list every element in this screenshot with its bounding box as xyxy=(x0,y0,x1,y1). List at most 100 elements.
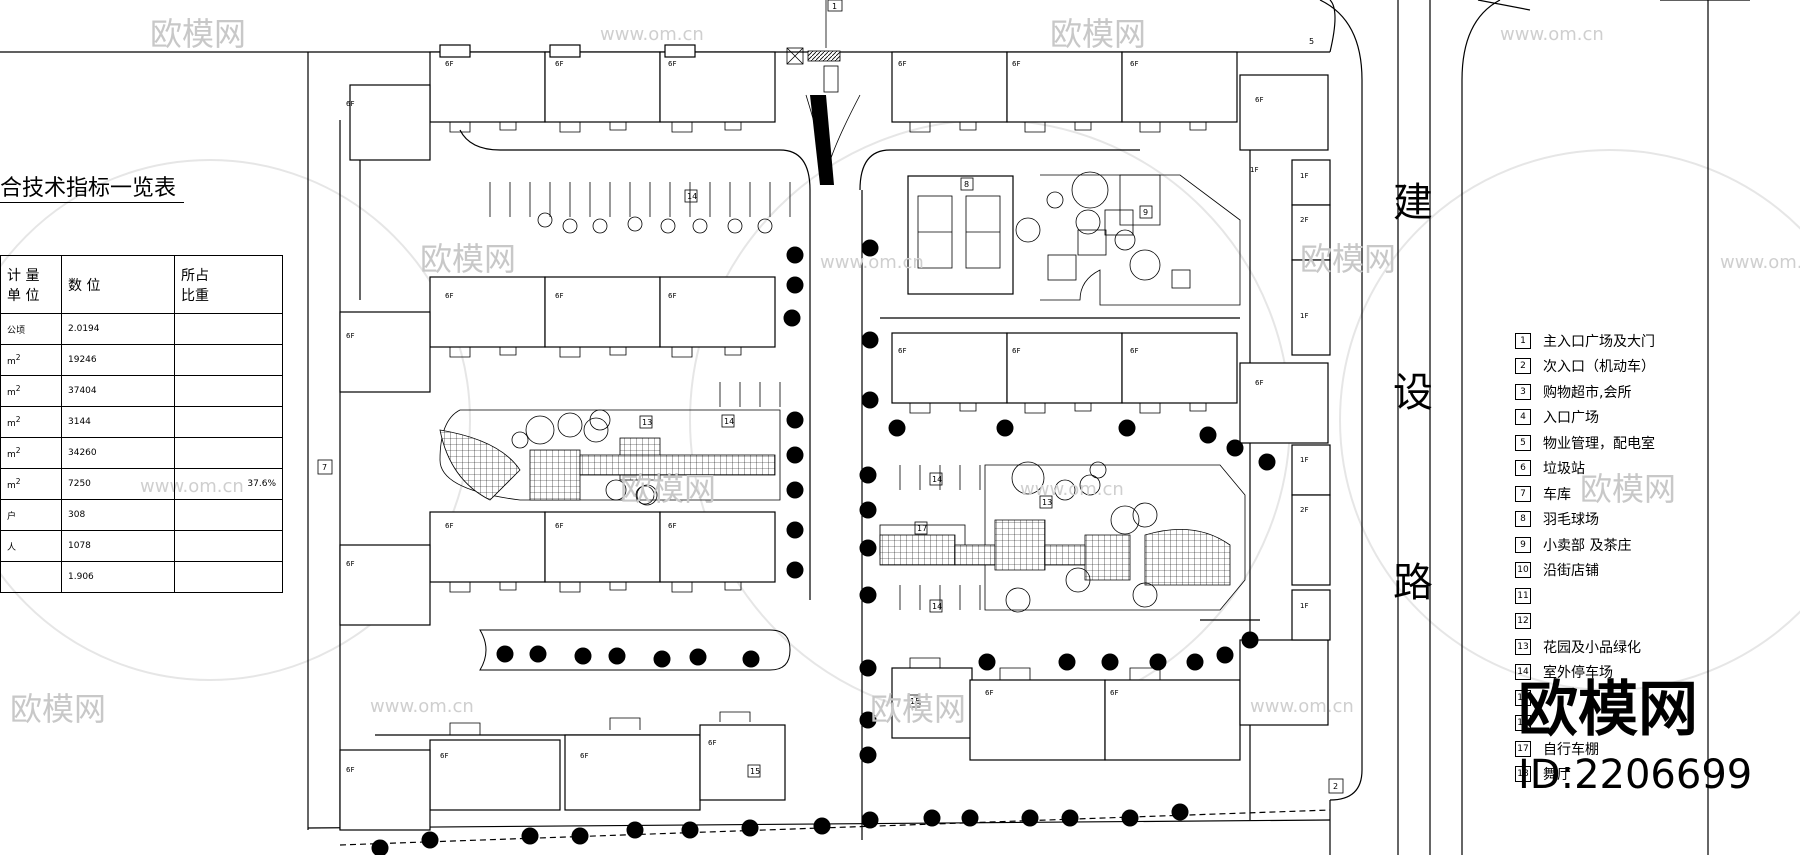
row-ratio xyxy=(174,499,283,531)
floor-label: 6F xyxy=(898,347,906,355)
building-row-2 xyxy=(891,51,1329,151)
floor-label: 6F xyxy=(555,292,563,300)
map-number: 2 xyxy=(1333,782,1338,791)
watermark-brand: 欧模网 xyxy=(1300,240,1396,278)
legend-label: 沿街店铺 xyxy=(1543,563,1599,580)
buildings xyxy=(339,44,1331,831)
row-unit: 户 xyxy=(7,511,17,522)
table-row: m2 3144 xyxy=(0,406,283,438)
watermark-brand: 欧模网 xyxy=(420,240,516,278)
technical-index-table: 计 量 单 位 数 位 所占 比重 公顷 2.0194 m2 19246 m2 … xyxy=(0,255,283,593)
road-name-char: 设 xyxy=(1393,370,1433,416)
header-ratio: 所占 比重 xyxy=(174,255,283,314)
row-value: 2.0194 xyxy=(61,313,175,345)
legend-label: 小卖部 及茶庄 xyxy=(1543,537,1632,554)
table-row: m2 19246 xyxy=(0,344,283,376)
table-title: 合技术指标一览表 xyxy=(0,170,185,203)
trees xyxy=(371,239,1276,855)
table-row: m2 7250 37.6% xyxy=(0,468,283,500)
row-ratio xyxy=(174,530,283,562)
row-ratio: 37.6% xyxy=(174,468,283,500)
legend-label: 购物超市,会所 xyxy=(1543,384,1632,401)
building-row-4 xyxy=(891,332,1329,444)
floor-label: 6F xyxy=(1012,60,1020,68)
street-shops xyxy=(1291,159,1331,641)
watermark-site: www.om.cn xyxy=(600,24,704,45)
legend-item: 15 xyxy=(1515,685,1715,711)
main-entrance xyxy=(786,0,861,185)
legend-label: 垃圾站 xyxy=(1543,461,1585,478)
legend-label: 车库 xyxy=(1543,486,1571,503)
road-name: 建 设 路 xyxy=(1393,170,1433,740)
watermark-site: www.om.cn xyxy=(1720,252,1800,273)
legend-item: 3 购物超市,会所 xyxy=(1515,379,1715,405)
legend-label: 舞厅 xyxy=(1543,767,1571,784)
row-ratio xyxy=(174,561,283,593)
shop-garden-area xyxy=(1040,174,1241,306)
legend-number: 13 xyxy=(1515,638,1531,655)
floor-label: 6F xyxy=(445,292,453,300)
legend-number: 3 xyxy=(1515,383,1531,400)
floor-label: 6F xyxy=(668,522,676,530)
floor-label: 2F xyxy=(1300,216,1308,224)
legend-number: 18 xyxy=(1515,766,1531,783)
legend-number: 6 xyxy=(1515,460,1531,477)
brand-logo-text: 欧模网 xyxy=(1518,675,1698,745)
plan-number-markers: 1 2 5 7 8 9 13 13 14 14 14 14 15 15 17 xyxy=(317,0,1344,794)
row-unit-sup: 2 xyxy=(15,477,21,486)
table-row: m2 34260 xyxy=(0,437,283,469)
floor-label: 6F xyxy=(580,752,588,760)
building-row-6 xyxy=(339,711,786,831)
row-ratio xyxy=(174,375,283,407)
floor-label: 6F xyxy=(985,689,993,697)
row-value: 19246 xyxy=(61,344,175,376)
floor-label: 6F xyxy=(445,60,453,68)
badminton-courts xyxy=(907,175,1014,295)
row-value: 3144 xyxy=(61,406,175,438)
floor-label: 6F xyxy=(440,752,448,760)
map-number: 17 xyxy=(917,524,927,533)
watermark-site: www.om.cn xyxy=(1250,696,1354,717)
row-unit: m xyxy=(7,357,16,367)
legend-item: 18 舞厅 xyxy=(1515,762,1715,788)
map-number: 7 xyxy=(322,463,327,472)
row-value: 1078 xyxy=(61,530,175,562)
row-unit-sup: 2 xyxy=(15,353,21,362)
legend-label: 入口广场 xyxy=(1543,410,1599,427)
floor-label: 6F xyxy=(668,292,676,300)
map-number: 14 xyxy=(932,602,942,611)
legend-number: 2 xyxy=(1515,358,1531,375)
watermark-brand: 欧模网 xyxy=(1580,470,1676,508)
legend-label: 主入口广场及大门 xyxy=(1543,333,1655,350)
row-unit: m xyxy=(7,450,16,460)
row-unit: 人 xyxy=(7,542,17,553)
floor-label: 6F xyxy=(1130,60,1138,68)
floor-label: 6F xyxy=(1012,347,1020,355)
floor-label: 6F xyxy=(898,60,906,68)
legend-label: 物业管理，配电室 xyxy=(1543,435,1655,452)
watermark-brand: 欧模网 xyxy=(10,690,106,728)
floor-label: 6F xyxy=(1255,379,1263,387)
floor-label: 1F xyxy=(1300,602,1308,610)
watermark-site: www.om.cn xyxy=(820,252,924,273)
watermark-site: www.om.cn xyxy=(1020,479,1124,500)
floor-label: 6F xyxy=(708,739,716,747)
row-value: 37404 xyxy=(61,375,175,407)
floor-label: 1F xyxy=(1300,456,1308,464)
legend-number: 14 xyxy=(1515,664,1531,681)
map-number: 13 xyxy=(642,418,652,427)
floor-label: 6F xyxy=(346,560,354,568)
floor-label: 2F xyxy=(1300,506,1308,514)
legend-item: 11 xyxy=(1515,583,1715,609)
floor-labels: 6F 6F 6F 6F 6F 6F 6F 6F 6F 6F 6F 6F 6F 6… xyxy=(346,60,1308,774)
row-value: 308 xyxy=(61,499,175,531)
